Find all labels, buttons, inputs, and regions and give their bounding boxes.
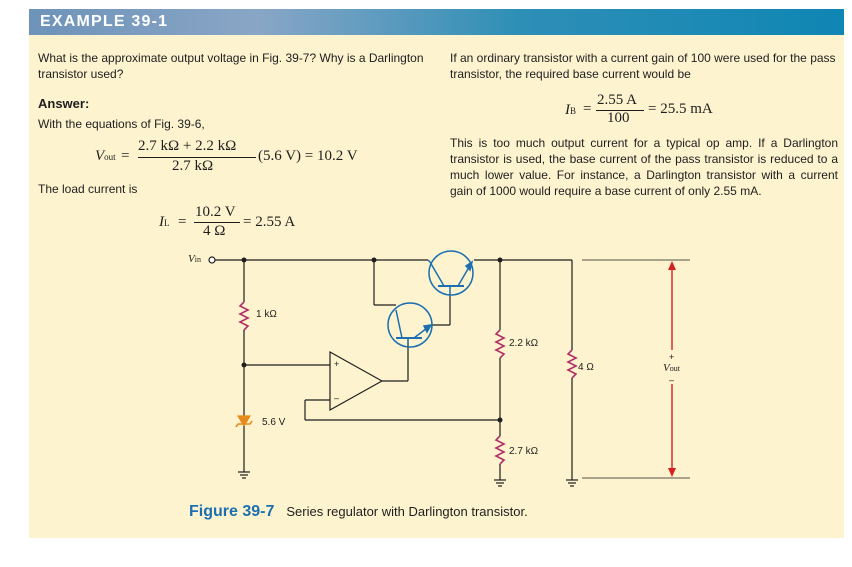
eq3-denominator: 100 bbox=[607, 110, 630, 126]
example-title: EXAMPLE 39-1 bbox=[40, 13, 169, 30]
r2-label: 2.2 kΩ bbox=[509, 338, 539, 349]
darlington-upper-transistor bbox=[427, 250, 474, 296]
eq3-symbol: I bbox=[565, 102, 570, 118]
rl-label: 4 Ω bbox=[578, 362, 594, 373]
eq1-sub: out bbox=[104, 152, 116, 162]
r1-resistor bbox=[238, 301, 250, 331]
question-text: What is the approximate output voltage i… bbox=[38, 51, 424, 81]
figure-caption: Figure 39-7 Series regulator with Darling… bbox=[189, 503, 528, 521]
zener-label: 5.6 V bbox=[262, 417, 286, 428]
eq2-denominator: 4 Ω bbox=[203, 223, 226, 239]
example-banner: EXAMPLE 39-1 bbox=[29, 9, 844, 35]
eq3-equals: = bbox=[583, 101, 592, 117]
eq2-sub: L bbox=[164, 218, 170, 228]
right-paragraph-2: This is too much output current for a ty… bbox=[450, 136, 838, 198]
eq1-equals: = bbox=[121, 148, 130, 164]
intro-text: With the equations of Fig. 39-6, bbox=[38, 117, 205, 131]
r1-label: 1 kΩ bbox=[256, 309, 277, 320]
opamp-minus-label: – bbox=[334, 393, 340, 403]
eq2-equals: = bbox=[178, 214, 187, 230]
op-amp bbox=[329, 350, 384, 412]
eq3-fraction-bar bbox=[596, 110, 644, 111]
load-text: The load current is bbox=[38, 182, 138, 196]
r3-label: 2.7 kΩ bbox=[509, 446, 539, 457]
eq1-fraction-bar bbox=[138, 157, 256, 158]
eq1-denominator: 2.7 kΩ bbox=[172, 158, 214, 174]
right-paragraph-1: If an ordinary transistor with a current… bbox=[450, 51, 836, 81]
eq3-sub: B bbox=[570, 106, 577, 116]
eq2-rest: = 2.55 A bbox=[243, 214, 296, 230]
eq1-symbol: V bbox=[95, 148, 105, 164]
zener-diode bbox=[236, 415, 252, 428]
eq3-numerator: 2.55 A bbox=[597, 92, 638, 108]
eq2-symbol: I bbox=[159, 214, 164, 230]
r2-resistor bbox=[494, 329, 506, 359]
figure-caption-text: Series regulator with Darlington transis… bbox=[286, 504, 528, 519]
answer-label: Answer: bbox=[38, 96, 90, 111]
vout-arrow bbox=[668, 261, 676, 477]
darlington-lower-transistor bbox=[387, 302, 433, 348]
vout-plus-label: + bbox=[669, 352, 675, 362]
opamp-plus-label: + bbox=[334, 359, 340, 369]
eq2-fraction-bar bbox=[194, 222, 240, 223]
eq3-rest: = 25.5 mA bbox=[648, 101, 713, 117]
figure-label: Figure 39-7 bbox=[189, 503, 275, 520]
vout-minus-label: – bbox=[669, 375, 675, 385]
vin-terminal bbox=[208, 256, 216, 264]
rl-resistor bbox=[566, 349, 578, 379]
eq1-rest: (5.6 V) = 10.2 V bbox=[258, 148, 358, 164]
vin-label: Vin bbox=[188, 253, 201, 265]
eq1-numerator: 2.7 kΩ + 2.2 kΩ bbox=[138, 138, 237, 154]
r3-resistor bbox=[494, 435, 506, 465]
vout-label: Vout bbox=[663, 362, 680, 374]
eq2-numerator: 10.2 V bbox=[195, 204, 236, 220]
